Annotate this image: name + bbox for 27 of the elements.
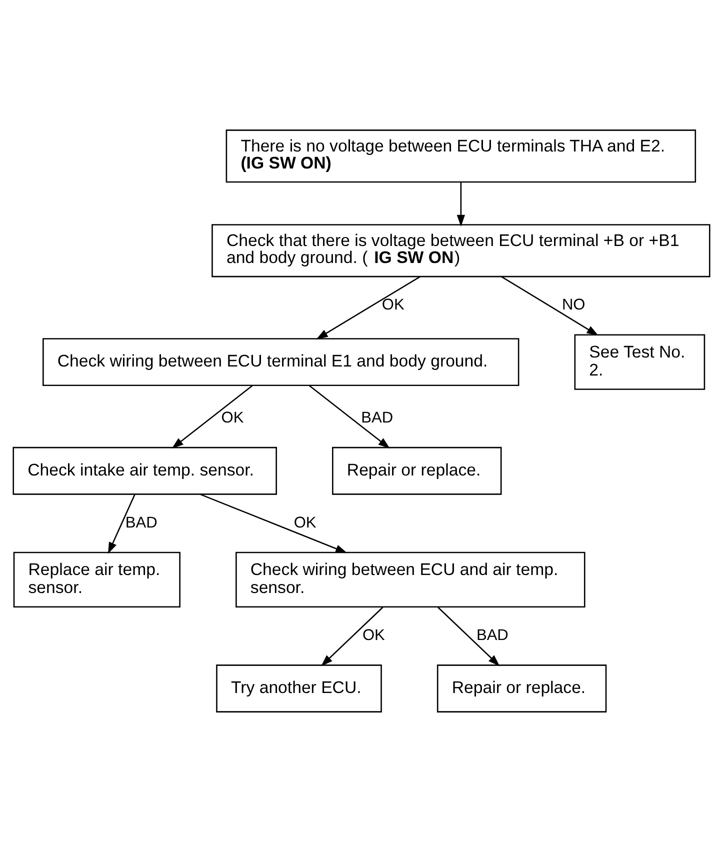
node-box: Check wiring between ECU terminal E1 and body ground. xyxy=(42,338,520,386)
node-box: Check intake air temp. sensor. xyxy=(12,446,277,495)
node-box: See Test No. 2. xyxy=(574,334,706,390)
edge-label: OK xyxy=(382,296,404,314)
edge-label: NO xyxy=(562,296,586,314)
arrow xyxy=(308,385,390,449)
edge-label: OK xyxy=(362,627,385,644)
arrow xyxy=(316,276,420,340)
edge-label: OK xyxy=(221,409,244,426)
node-box: Check that there is voltage between ECU terminal +B or +B1 and body ground. (IG SW ON) xyxy=(212,224,710,278)
arrow xyxy=(438,606,500,666)
arrow xyxy=(456,182,465,227)
edge-label: BAD xyxy=(361,409,394,426)
edge-label: OK xyxy=(294,514,316,532)
edge-label: BAD xyxy=(476,627,508,644)
node-box: There is no voltage between ECU terminals THA and E2. (IG SW ON) xyxy=(226,130,696,183)
edge-label: BAD xyxy=(125,514,158,532)
node-box: Repair or replace. xyxy=(332,446,502,495)
node-box: Replace air temp. sensor. xyxy=(13,552,180,608)
node-box: Check wiring between ECU and air temp. sensor. xyxy=(236,552,586,608)
node-box: Repair or replace. xyxy=(436,664,607,712)
arrow xyxy=(200,494,348,554)
arrow xyxy=(108,494,136,554)
arrow xyxy=(172,385,253,449)
arrow xyxy=(501,276,598,336)
node-box: Try another ECU. xyxy=(216,664,382,712)
arrow xyxy=(321,606,384,666)
